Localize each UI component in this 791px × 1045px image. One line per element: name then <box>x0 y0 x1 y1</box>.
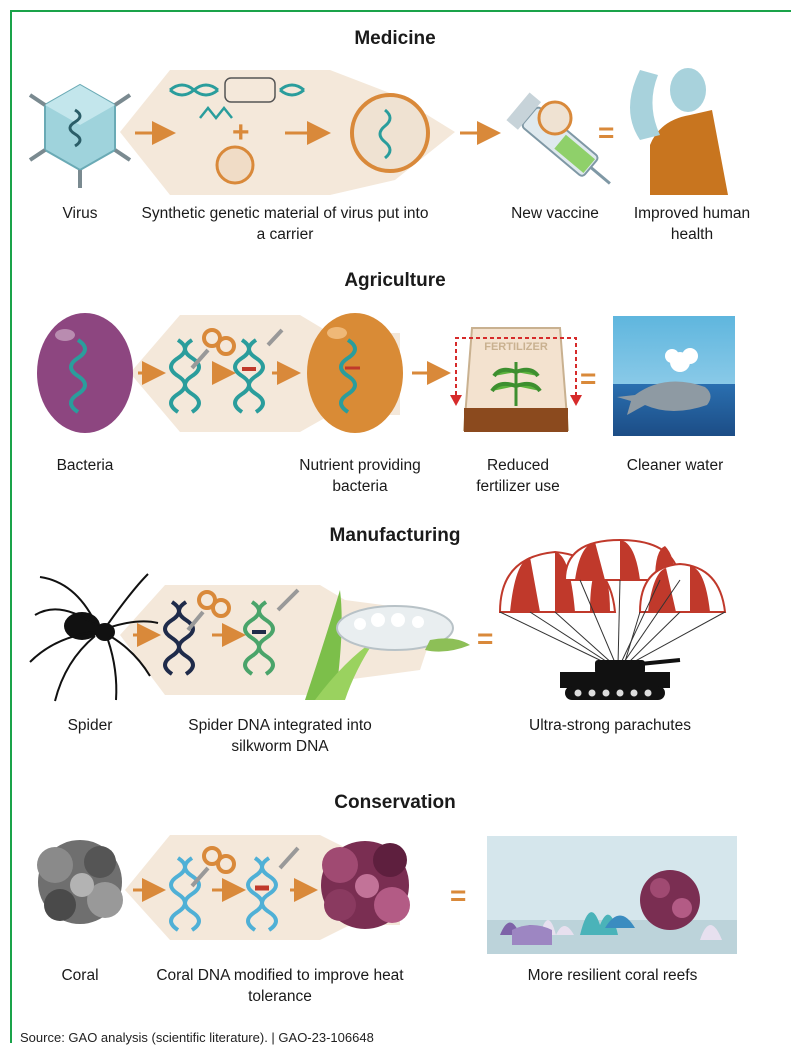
svg-text:=: = <box>598 117 614 148</box>
label-improved-health: Improved human health <box>632 203 752 245</box>
label-coral: Coral <box>35 965 125 986</box>
section-title-manufacturing: Manufacturing <box>280 525 510 547</box>
human-icon <box>630 68 728 195</box>
coral-icon <box>321 841 410 929</box>
label-resilient-reefs: More resilient coral reefs <box>490 965 735 986</box>
svg-text:=: = <box>450 880 466 911</box>
label-spider-dna: Spider DNA integrated into silkworm DNA <box>180 715 380 757</box>
carrier-icon <box>352 95 428 171</box>
label-synthetic-material: Synthetic genetic material of virus put … <box>140 203 430 245</box>
label-nutrient-bacteria: Nutrient providing bacteria <box>280 455 440 497</box>
svg-text:+: + <box>232 116 250 149</box>
whale-icon <box>613 316 735 436</box>
label-bacteria: Bacteria <box>35 455 135 476</box>
label-virus: Virus <box>35 203 125 224</box>
label-parachutes: Ultra-strong parachutes <box>495 715 725 736</box>
bacteria-icon <box>37 313 133 433</box>
label-cleaner-water: Cleaner water <box>605 455 745 476</box>
section-title-agriculture: Agriculture <box>290 270 500 292</box>
section-title-conservation: Conservation <box>290 792 500 814</box>
svg-text:=: = <box>477 623 493 654</box>
fertilizer-bag-icon: FERTILIZER <box>450 328 582 432</box>
carrier-icon <box>217 147 253 183</box>
coral-icon <box>37 840 123 924</box>
label-coral-dna: Coral DNA modified to improve heat toler… <box>140 965 420 1007</box>
label-new-vaccine: New vaccine <box>495 203 615 224</box>
svg-text:=: = <box>580 363 596 394</box>
tank-icon <box>560 660 680 700</box>
fertilizer-bag-text: FERTILIZER <box>484 341 548 353</box>
label-spider: Spider <box>45 715 135 736</box>
section-title-medicine: Medicine <box>300 28 490 50</box>
label-reduced-fertilizer: Reduced fertilizer use <box>458 455 578 497</box>
bacteria-icon <box>307 313 403 433</box>
reef-icon <box>487 836 737 954</box>
parachute-icon <box>500 540 725 665</box>
virus-icon <box>30 85 130 188</box>
